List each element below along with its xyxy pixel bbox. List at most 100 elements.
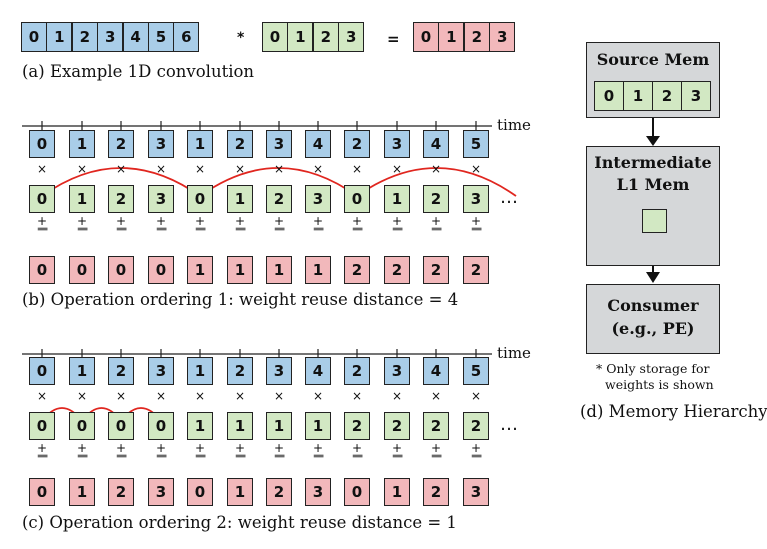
output-cell: 2 xyxy=(266,478,292,506)
accumulate-sign: + xyxy=(234,441,246,455)
input-cell: 4 xyxy=(122,22,149,52)
output-cell: 2 xyxy=(344,256,370,284)
accumulate-sign: + xyxy=(76,214,88,228)
multiply-sign: × xyxy=(76,389,88,403)
accumulate-sign: + xyxy=(115,214,127,228)
input-cell: 1 xyxy=(46,22,73,52)
weight-cell: 1 xyxy=(69,185,95,213)
weight-cell: 2 xyxy=(344,412,370,440)
weight-cell: 0 xyxy=(187,185,213,213)
input-cell: 1 xyxy=(69,357,95,385)
equals-mark: ‖ xyxy=(116,453,127,459)
l1-memory-title-line1: Intermediate xyxy=(594,153,712,172)
source-weight-cell: 3 xyxy=(681,81,711,111)
accumulate-sign: + xyxy=(312,214,324,228)
caption-a: (a) Example 1D convolution xyxy=(22,62,255,81)
storage-note-line2: weights is shown xyxy=(605,377,714,392)
output-cell: 1 xyxy=(69,478,95,506)
weight-cell: 2 xyxy=(423,185,449,213)
caption-b: (b) Operation ordering 1: weight reuse d… xyxy=(22,290,459,309)
multiply-sign: × xyxy=(273,389,285,403)
source-weight-cell: 0 xyxy=(594,81,624,111)
multiply-sign: × xyxy=(194,162,206,176)
accumulate-sign: + xyxy=(470,214,482,228)
input-cell: 1 xyxy=(69,130,95,158)
multiply-sign: × xyxy=(194,389,206,403)
l1-memory-title-line2: L1 Mem xyxy=(616,175,690,194)
output-cell: 1 xyxy=(438,22,465,52)
weight-cell: 2 xyxy=(423,412,449,440)
source-memory-title: Source Mem xyxy=(596,50,710,69)
input-cell: 0 xyxy=(29,130,55,158)
accumulate-sign: + xyxy=(470,441,482,455)
output-cell: 2 xyxy=(423,478,449,506)
accumulate-sign: + xyxy=(194,441,206,455)
multiply-sign: × xyxy=(115,162,127,176)
consumer-box: Consumer (e.g., PE) xyxy=(586,284,720,354)
output-cell: 0 xyxy=(344,478,370,506)
output-cell: 3 xyxy=(305,478,331,506)
source-weight-cell: 1 xyxy=(623,81,653,111)
output-cell: 1 xyxy=(187,256,213,284)
input-cell: 0 xyxy=(29,357,55,385)
accumulate-sign: + xyxy=(351,441,363,455)
output-cell: 0 xyxy=(187,478,213,506)
weight-cell: 0 xyxy=(148,412,174,440)
weight-cell: 0 xyxy=(108,412,134,440)
output-cell: 0 xyxy=(29,478,55,506)
output-cell: 0 xyxy=(108,256,134,284)
equals-mark: ‖ xyxy=(274,453,285,459)
equals-sign: = xyxy=(387,30,400,48)
input-cell: 5 xyxy=(463,357,489,385)
multiply-sign: × xyxy=(155,162,167,176)
l1-storage-slot xyxy=(642,209,667,233)
output-cell: 2 xyxy=(108,478,134,506)
input-cell: 4 xyxy=(423,357,449,385)
weight-cell: 0 xyxy=(29,412,55,440)
input-cell: 2 xyxy=(108,130,134,158)
multiply-sign: × xyxy=(234,389,246,403)
accumulate-sign: + xyxy=(194,214,206,228)
source-weight-cell: 2 xyxy=(652,81,682,111)
time-label-c: time xyxy=(497,344,531,362)
accumulate-sign: + xyxy=(430,214,442,228)
consumer-title-line1: Consumer xyxy=(607,296,699,315)
accumulate-sign: + xyxy=(391,441,403,455)
output-cell: 1 xyxy=(227,256,253,284)
multiply-sign: × xyxy=(391,389,403,403)
accumulate-sign: + xyxy=(391,214,403,228)
weight-cell: 2 xyxy=(384,412,410,440)
convolution-operator: * xyxy=(237,30,245,46)
accumulate-sign: + xyxy=(234,214,246,228)
output-cell: 3 xyxy=(463,478,489,506)
input-cell: 2 xyxy=(108,357,134,385)
equals-mark: ‖ xyxy=(37,453,48,459)
accumulate-sign: + xyxy=(430,441,442,455)
reuse-arc xyxy=(356,167,517,197)
consumer-title-line2: (e.g., PE) xyxy=(611,319,695,338)
input-cell: 2 xyxy=(344,130,370,158)
equals-mark: ‖ xyxy=(431,453,442,459)
multiply-sign: × xyxy=(312,162,324,176)
equals-mark: ‖ xyxy=(77,453,88,459)
ellipsis-b: … xyxy=(500,187,518,208)
equals-mark: ‖ xyxy=(352,453,363,459)
input-cell: 1 xyxy=(187,357,213,385)
equals-mark: ‖ xyxy=(392,453,403,459)
accumulate-sign: + xyxy=(351,214,363,228)
weight-cell: 0 xyxy=(29,185,55,213)
multiply-sign: × xyxy=(430,162,442,176)
accumulate-sign: + xyxy=(115,441,127,455)
input-cell: 4 xyxy=(423,130,449,158)
weight-cell: 3 xyxy=(463,185,489,213)
multiply-sign: × xyxy=(391,162,403,176)
input-cell: 3 xyxy=(148,357,174,385)
input-cell: 2 xyxy=(227,130,253,158)
weight-cell: 1 xyxy=(187,412,213,440)
multiply-sign: × xyxy=(312,389,324,403)
multiply-sign: × xyxy=(351,389,363,403)
output-cell: 2 xyxy=(463,22,490,52)
weight-cell: 1 xyxy=(384,185,410,213)
